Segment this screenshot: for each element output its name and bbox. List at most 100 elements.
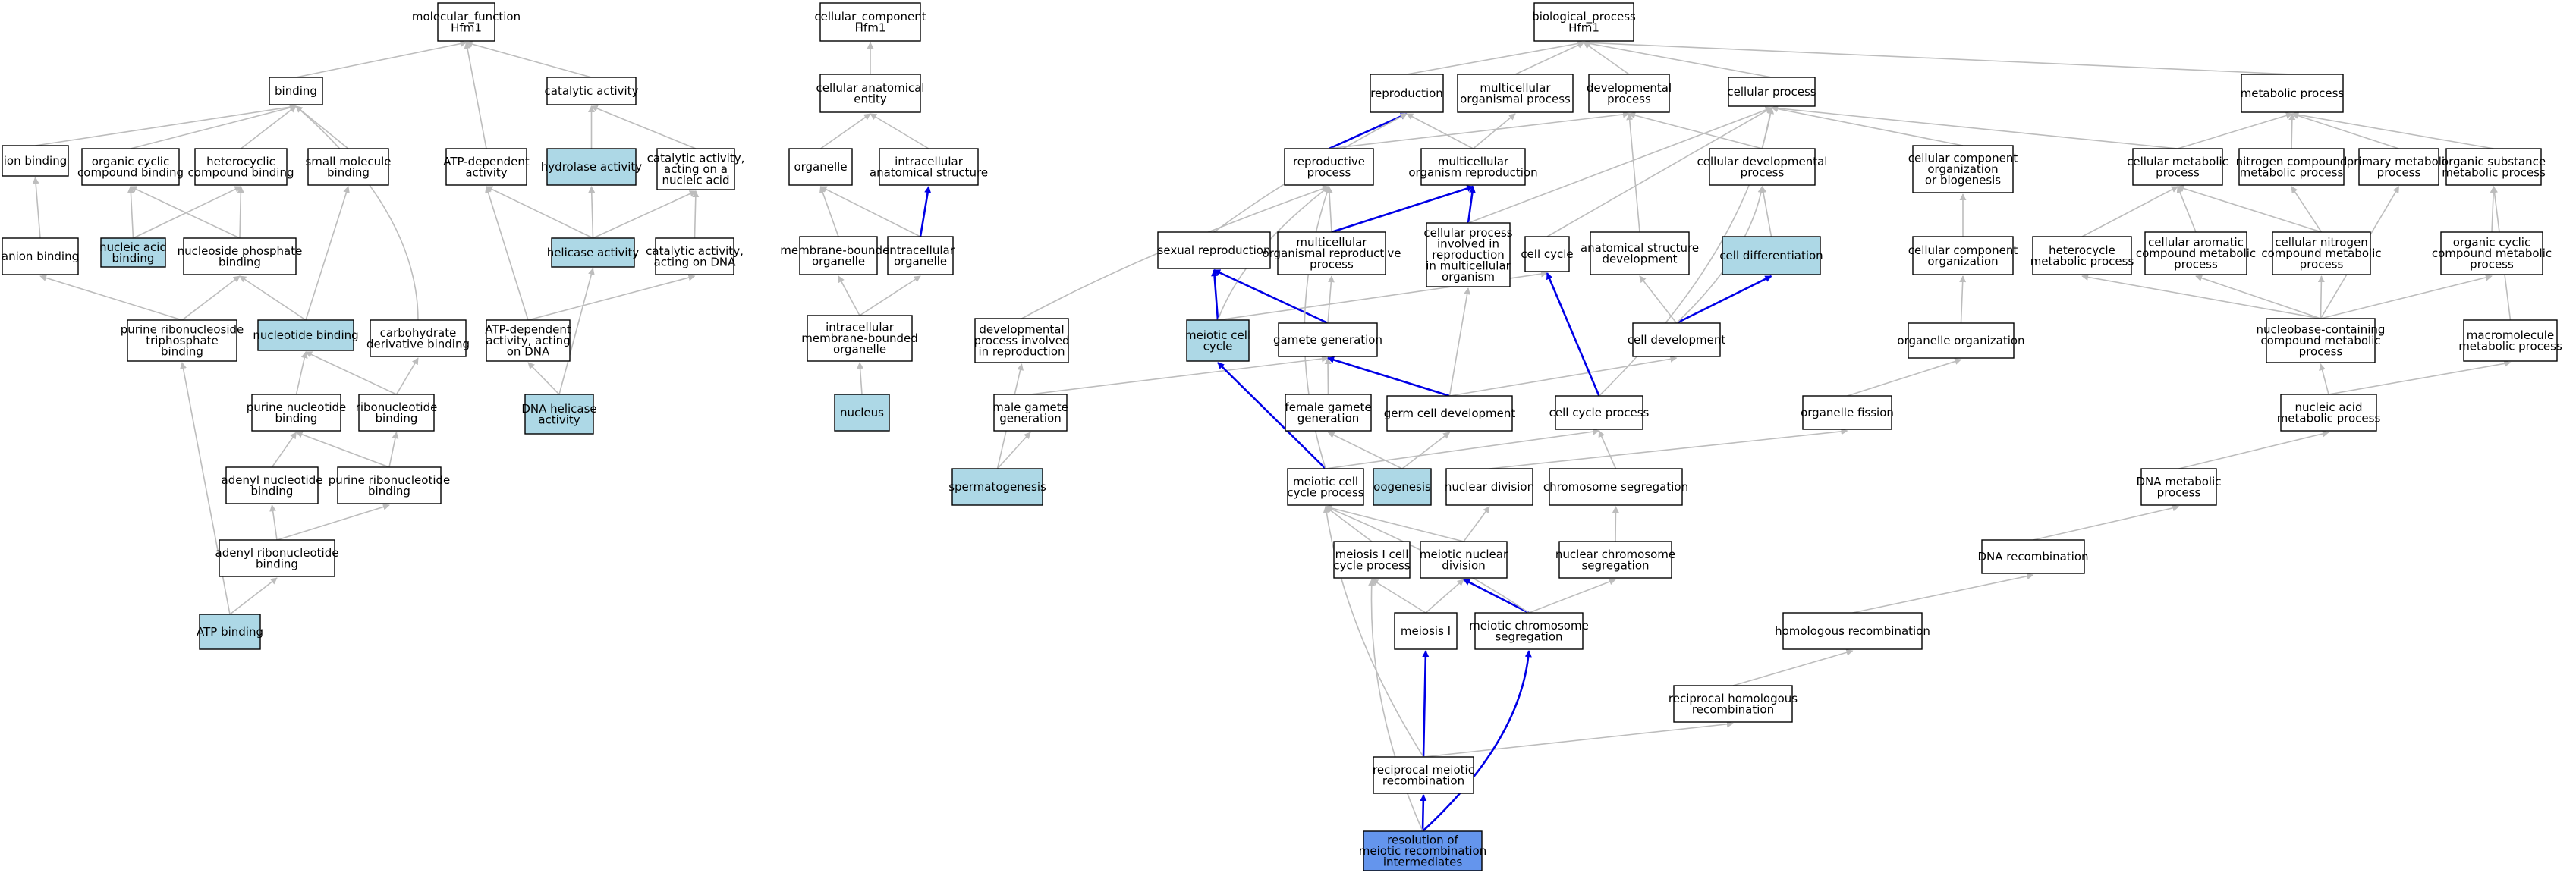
- edge-resolution_of_meiotic_recombination_intermediates-to-meiosis_i_cell_cycle_process: [1368, 579, 1423, 832]
- edge-meiotic_cell_cycle_process-to-cell_cycle_process: [1325, 428, 1600, 469]
- node-metabolic-process[interactable]: metabolic process: [2241, 74, 2345, 113]
- node-cell-development[interactable]: cell development: [1628, 322, 1726, 357]
- node-hydrolase-activity[interactable]: hydrolase activity: [541, 148, 643, 186]
- node-homologous-recombination[interactable]: homologous recombination: [1775, 612, 1930, 650]
- node-sexual-reproduction[interactable]: sexual reproduction: [1157, 231, 1271, 269]
- node-box: [1558, 541, 1672, 579]
- node-anion-binding[interactable]: anion binding: [2, 237, 79, 275]
- node-catalytic-activity[interactable]: catalytic activity: [545, 77, 639, 105]
- node-box: [1912, 145, 2014, 193]
- node-box: [1445, 468, 1533, 506]
- node-box: [788, 148, 853, 186]
- node-organelle-organization[interactable]: organelle organization: [1897, 322, 2025, 359]
- node-germ-cell-development[interactable]: germ cell development: [1384, 395, 1516, 432]
- node-organelle-fission[interactable]: organelle fission: [1801, 395, 1894, 430]
- node-spermatogenesis[interactable]: spermatogenesis: [948, 468, 1046, 506]
- node-ion-binding[interactable]: ion binding: [2, 145, 69, 177]
- node-dna-recombination[interactable]: DNA recombination: [1977, 539, 2089, 574]
- node-binding[interactable]: binding: [269, 77, 323, 105]
- node-nucleotide-binding[interactable]: nucleotide binding: [253, 319, 359, 351]
- node-nuclear-division[interactable]: nuclear division: [1445, 468, 1534, 506]
- node-atp-binding[interactable]: ATP binding: [197, 614, 263, 650]
- node-nucleus[interactable]: nucleus: [834, 394, 890, 432]
- node-label: cycle process: [1287, 485, 1363, 499]
- node-catalytic-dna[interactable]: catalytic activity,acting on DNA: [646, 237, 744, 275]
- node-cell-cycle-process[interactable]: cell cycle process: [1549, 395, 1650, 430]
- edge-adenyl_ribonucleotide_binding-to-adenyl_nucleotide_binding: [269, 504, 278, 541]
- edge-nucleus-to-intracellular_membrane_bounded_organelle: [857, 362, 864, 395]
- node-helicase-activity[interactable]: helicase activity: [547, 237, 640, 268]
- node-organelle[interactable]: organelle: [788, 148, 853, 186]
- node-gamete-generation[interactable]: gamete generation: [1273, 322, 1382, 357]
- node-chromosome-segregation[interactable]: chromosome segregation: [1543, 468, 1688, 506]
- node-label: DNA recombination: [1977, 550, 2088, 564]
- node-label: organelle: [812, 254, 865, 268]
- node-meiosis-i[interactable]: meiosis I: [1394, 612, 1458, 650]
- node-cellular-process[interactable]: cellular process: [1727, 77, 1816, 107]
- node-cell-cycle[interactable]: cell cycle: [1521, 236, 1574, 272]
- node-cell-differentiation[interactable]: cell differentiation: [1719, 236, 1823, 275]
- node-reproduction[interactable]: reproduction: [1370, 74, 1444, 113]
- node-box: [251, 394, 341, 432]
- node-oogenesis[interactable]: oogenesis: [1373, 468, 1432, 506]
